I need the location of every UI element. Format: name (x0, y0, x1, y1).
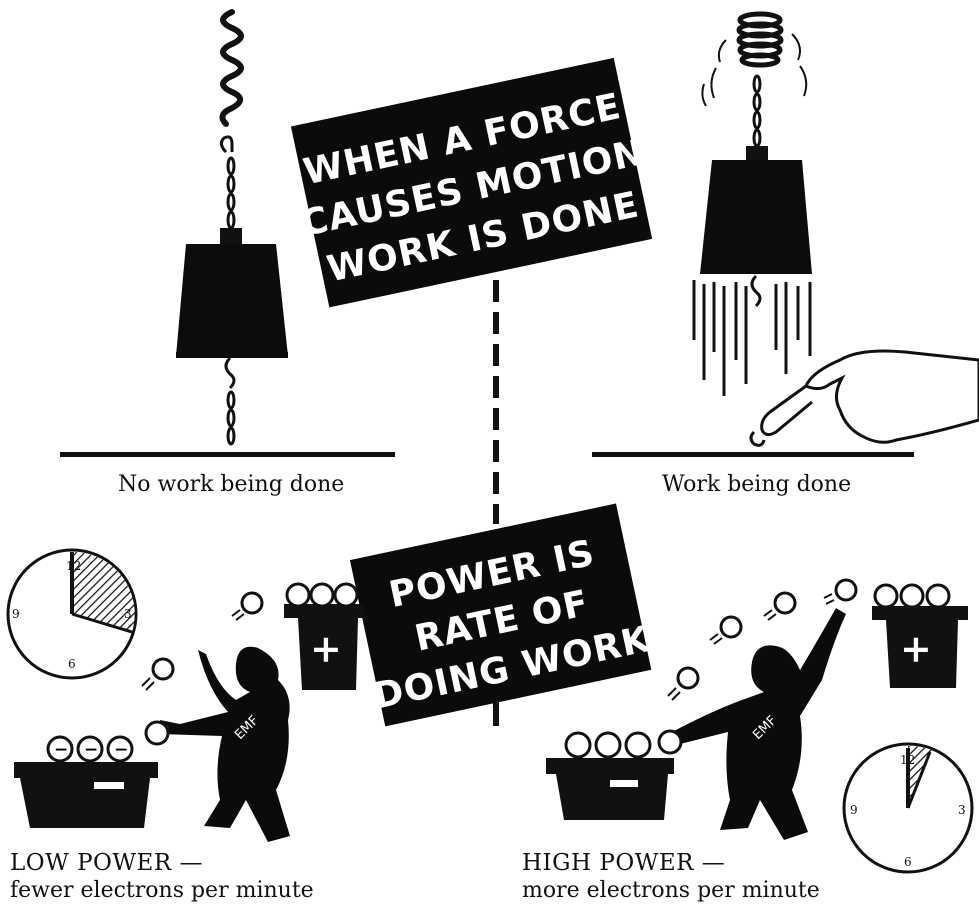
electron-sign: − (84, 740, 98, 760)
power-sign: POWER IS RATE OF DOING WORK (345, 502, 656, 727)
low-power-subtitle: fewer electrons per minute (10, 878, 314, 903)
weight (176, 244, 288, 356)
clock-high-9: 9 (850, 803, 858, 817)
plus-symbol: + (310, 626, 342, 671)
clock-low-9: 9 (12, 607, 20, 621)
floor-right (592, 452, 914, 457)
caption-work: Work being done (662, 472, 851, 497)
chain (228, 158, 234, 228)
hand (806, 351, 979, 442)
negative-terminal-high (546, 733, 674, 820)
clock-high-12: 12 (900, 753, 915, 767)
emf-figure-low (160, 647, 290, 842)
chain-right (754, 76, 760, 146)
electron-sign: − (54, 740, 68, 760)
low-power-scene: 12 3 6 9 − − − + EMF (8, 550, 364, 842)
clock-low-3: 3 (124, 607, 132, 621)
work-sign: WHEN A FORCE CAUSES MOTION WORK IS DONE (281, 56, 661, 310)
clock-low-12: 12 (66, 559, 81, 573)
anchor-chain (226, 358, 234, 444)
negative-terminal-low: − − − (14, 737, 158, 828)
clock-high: 12 3 6 9 (844, 744, 972, 872)
electron-sign: − (114, 740, 128, 760)
weight-lifted (700, 160, 812, 274)
spring-relaxed (222, 12, 241, 124)
spring-compressed (739, 14, 781, 65)
positive-terminal-low: + (284, 584, 364, 690)
clock-high-3: 3 (958, 803, 966, 817)
clock-low-6: 6 (68, 657, 76, 671)
floor-left (60, 452, 395, 457)
clock-low: 12 3 6 9 (8, 550, 136, 678)
high-power-subtitle: more electrons per minute (522, 878, 820, 903)
motion-lines (694, 280, 810, 396)
clock-high-6: 6 (904, 855, 912, 869)
low-power-title: LOW POWER — (10, 850, 203, 876)
high-power-title: HIGH POWER — (522, 850, 725, 876)
caption-no-work: No work being done (118, 472, 344, 497)
hook (221, 137, 232, 152)
positive-terminal-high: + (872, 585, 968, 688)
plus-symbol: + (900, 626, 932, 671)
